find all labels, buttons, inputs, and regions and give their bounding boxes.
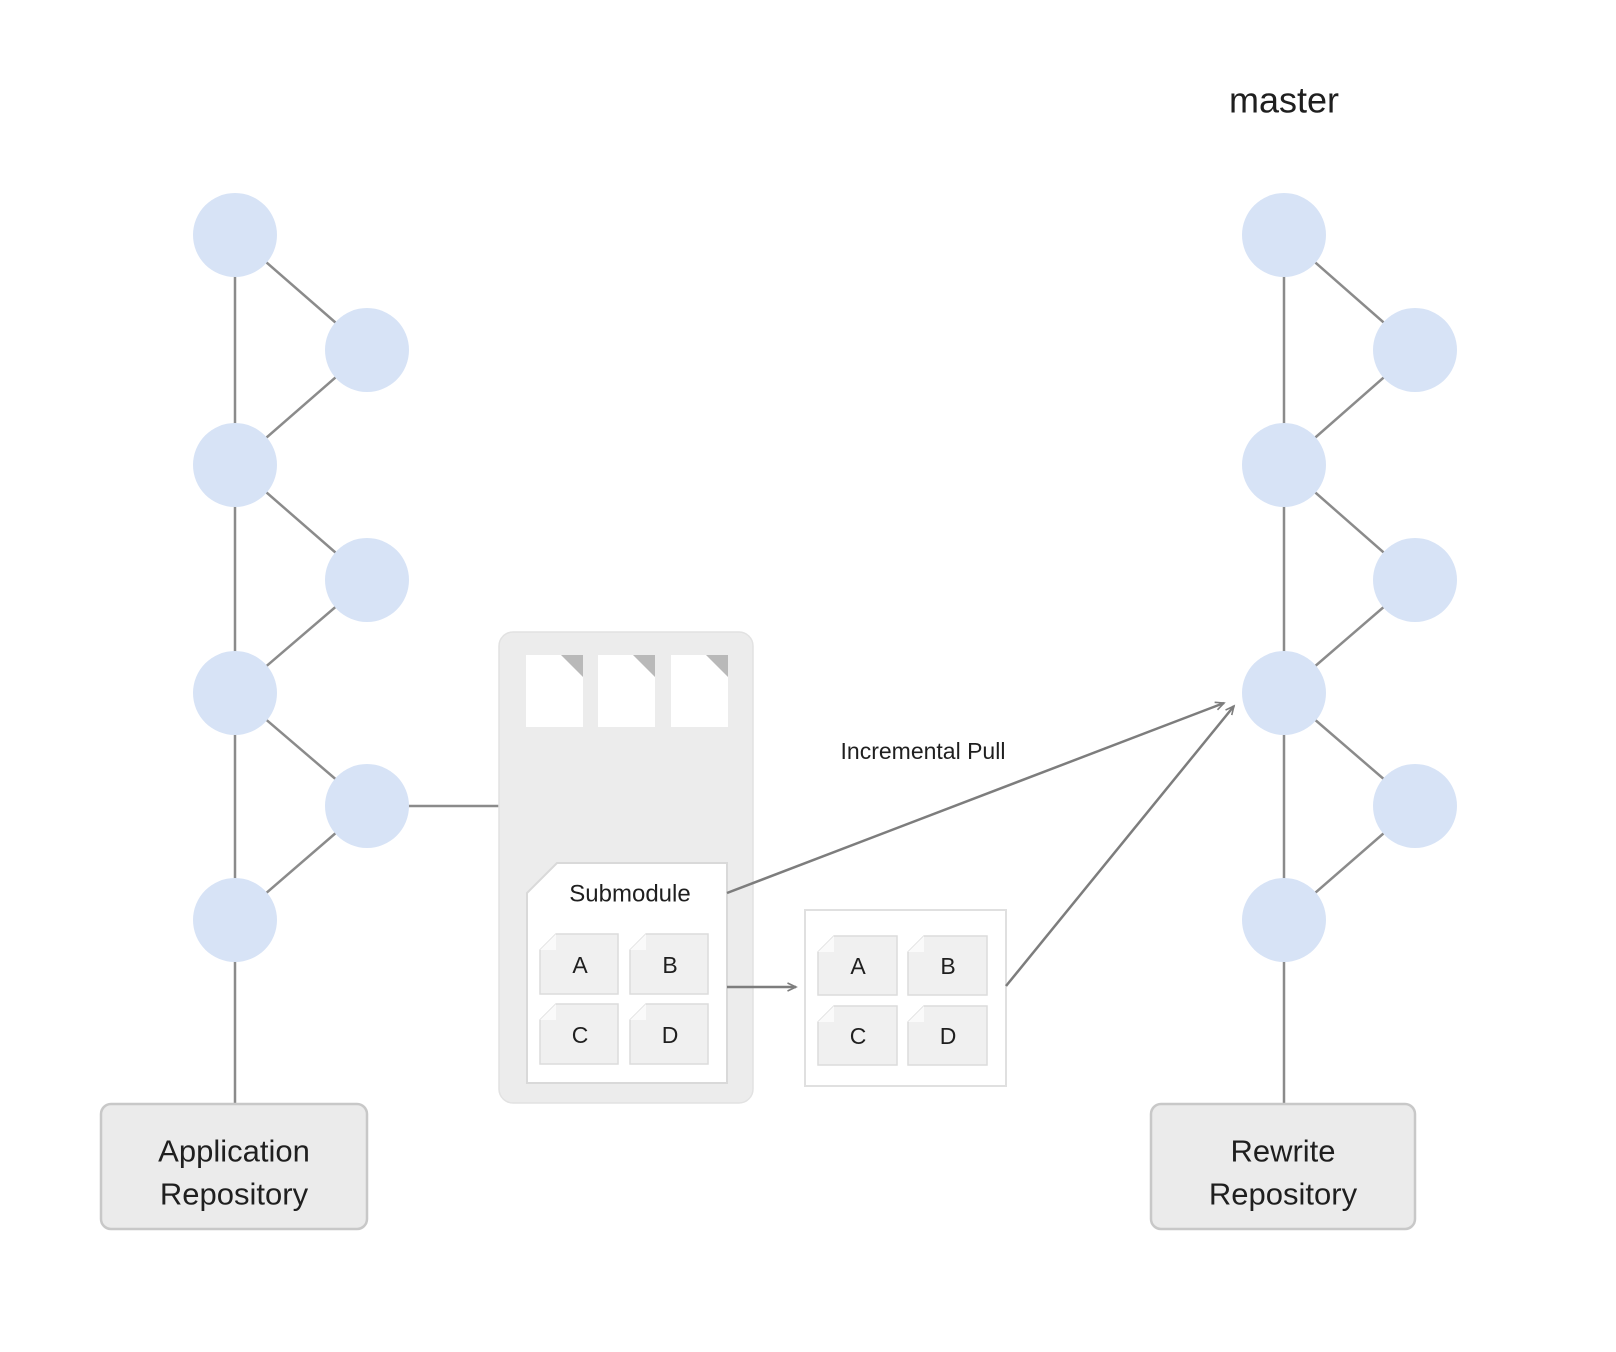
submodule-file-b: B [629, 933, 709, 995]
commit-node [325, 764, 409, 848]
folded-corner-icon [908, 1006, 924, 1022]
folded-corner-icon [540, 934, 556, 950]
application-repository-label-line2: Repository [160, 1177, 309, 1212]
submodule-label: Submodule [569, 881, 690, 908]
application-repo-graph [193, 193, 499, 1104]
extracted-files-box: A B C D [804, 909, 1007, 1087]
folded-corner-icon [818, 1006, 834, 1022]
application-repository-label-line1: Application [158, 1134, 310, 1169]
commit-node [325, 308, 409, 392]
flow-arrows [726, 701, 1236, 992]
submodule-file-c: C [539, 1003, 619, 1065]
submodule-box: Submodule A B C D [526, 862, 728, 1084]
master-branch-label: master [1229, 80, 1339, 121]
file-icon [526, 655, 583, 727]
commit-node [1242, 651, 1326, 735]
application-repo-nodes [193, 193, 409, 962]
folded-corner-icon [706, 655, 728, 677]
folded-corner-icon [540, 1004, 556, 1020]
rewrite-repository-label-line1: Rewrite [1230, 1134, 1335, 1169]
submodule-file-a: A [539, 933, 619, 995]
extracted-files-pull-arrow [1005, 704, 1236, 987]
file-icon [671, 655, 728, 727]
extracted-file-d: D [907, 1005, 988, 1066]
commit-node [1242, 193, 1326, 277]
rewrite-repository-frame [1149, 1102, 1417, 1231]
file-label: B [662, 952, 677, 978]
commit-node [193, 878, 277, 962]
incremental-pull-label: Incremental Pull [841, 738, 1006, 764]
commit-node [1242, 878, 1326, 962]
file-icon [598, 655, 655, 727]
file-label: A [850, 953, 866, 979]
extracted-file-c: C [817, 1005, 898, 1066]
rewrite-repo-nodes [1242, 193, 1457, 962]
rewrite-repo-graph [1242, 193, 1457, 1104]
folded-corner-icon [630, 1004, 646, 1020]
commit-node [1373, 764, 1457, 848]
submodule-container: Submodule A B C D [498, 631, 754, 1104]
application-repository-frame [99, 1102, 369, 1231]
incremental-pull-arrow [726, 701, 1226, 895]
file-label: C [572, 1022, 589, 1048]
file-label: B [940, 953, 955, 979]
rewrite-repository-box: Rewrite Repository [1149, 1102, 1417, 1231]
file-label: C [850, 1023, 867, 1049]
folded-corner-icon [818, 936, 834, 952]
rewrite-repository-label-line2: Repository [1209, 1177, 1358, 1212]
submodule-file-d: D [629, 1003, 709, 1065]
file-label: D [662, 1022, 679, 1048]
folded-corner-icon [561, 655, 583, 677]
extracted-file-a: A [817, 935, 898, 996]
file-label: A [572, 952, 588, 978]
commit-node [193, 651, 277, 735]
folded-corner-icon [630, 934, 646, 950]
commit-node [193, 423, 277, 507]
application-repository-box: Application Repository [99, 1102, 369, 1231]
commit-node [1242, 423, 1326, 507]
commit-node [1373, 308, 1457, 392]
commit-node [193, 193, 277, 277]
folded-corner-icon [908, 936, 924, 952]
file-label: D [940, 1023, 957, 1049]
commit-node [1373, 538, 1457, 622]
folded-corner-icon [633, 655, 655, 677]
extracted-file-b: B [907, 935, 988, 996]
commit-node [325, 538, 409, 622]
